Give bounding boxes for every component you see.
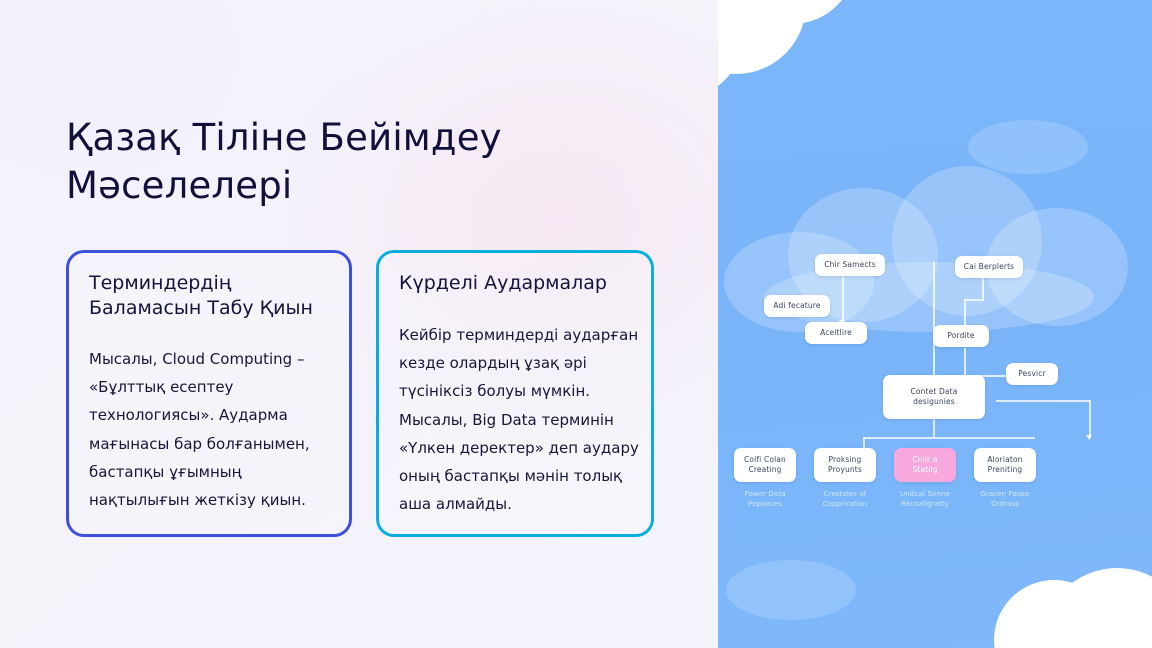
- diagram-node[interactable]: Chir Samects: [815, 254, 885, 276]
- card-complex-translations: Күрделі Аудармалар Кейбір терминдерді ау…: [376, 250, 654, 537]
- connector-line: [933, 418, 935, 438]
- connector-line: [964, 348, 966, 376]
- connector-line: [964, 299, 984, 301]
- diagram-node-highlighted[interactable]: Cnilr a Statilg: [894, 448, 956, 482]
- connector-line: [933, 262, 935, 375]
- diagram-caption: Gracen Pause Ordrass: [980, 490, 1030, 508]
- diagram-node[interactable]: Pordite: [933, 325, 989, 347]
- cloud-decoration-icon: [1142, 548, 1152, 648]
- connector-line: [1089, 400, 1091, 438]
- card-body: Кейбір терминдерді аударған кезде оларды…: [399, 326, 639, 514]
- diagram-node-center[interactable]: Contet Data desigunies: [883, 375, 985, 419]
- diagram-node[interactable]: Pesvicr: [1006, 363, 1058, 385]
- diagram-node[interactable]: Cai Berplerts: [955, 256, 1023, 278]
- card-body: Мысалы, Cloud Computing – «Бұлттық есепт…: [89, 350, 310, 509]
- connector-line: [964, 299, 966, 325]
- diagram-node[interactable]: Aloriaton Preniting: [974, 448, 1036, 482]
- card-terminology: Терминдердің Баламасын Табу Қиын Мысалы,…: [66, 250, 352, 537]
- page-title: Қазақ Тіліне Бейімдеу Мәселелері: [66, 116, 502, 208]
- connector-line: [964, 375, 1008, 377]
- connector-arrow-icon: [1086, 435, 1092, 440]
- diagram-caption: Unitcal Sonne Recnaligratty: [900, 490, 950, 508]
- connector-line: [996, 400, 1090, 402]
- left-content-panel: Қазақ Тіліне Бейімдеу Мәселелері Терминд…: [0, 0, 718, 648]
- soft-cloud-icon: [968, 120, 1088, 174]
- diagram-caption: Crestoles of Coppriration: [822, 490, 868, 508]
- diagram-node[interactable]: Proksing Proyunts: [814, 448, 876, 482]
- connector-line: [863, 437, 1035, 439]
- connector-line: [982, 278, 984, 300]
- soft-cloud-icon: [726, 560, 856, 620]
- diagram-cloud-shape: [724, 166, 1128, 332]
- connector-line: [863, 437, 865, 449]
- diagram-node[interactable]: Adi fecature: [764, 295, 830, 317]
- connector-line: [842, 276, 844, 322]
- diagram-node[interactable]: Aceitlire: [805, 322, 867, 344]
- card-title: Күрделі Аудармалар: [399, 272, 607, 294]
- diagram-node[interactable]: Coifi Colan Creating: [734, 448, 796, 482]
- illustration-panel: Chir Samects Adi fecature Aceitlire Cai …: [718, 0, 1152, 648]
- card-title: Терминдердің Баламасын Табу Қиын: [89, 272, 313, 320]
- diagram-caption: Power Data Pepooces: [744, 490, 786, 508]
